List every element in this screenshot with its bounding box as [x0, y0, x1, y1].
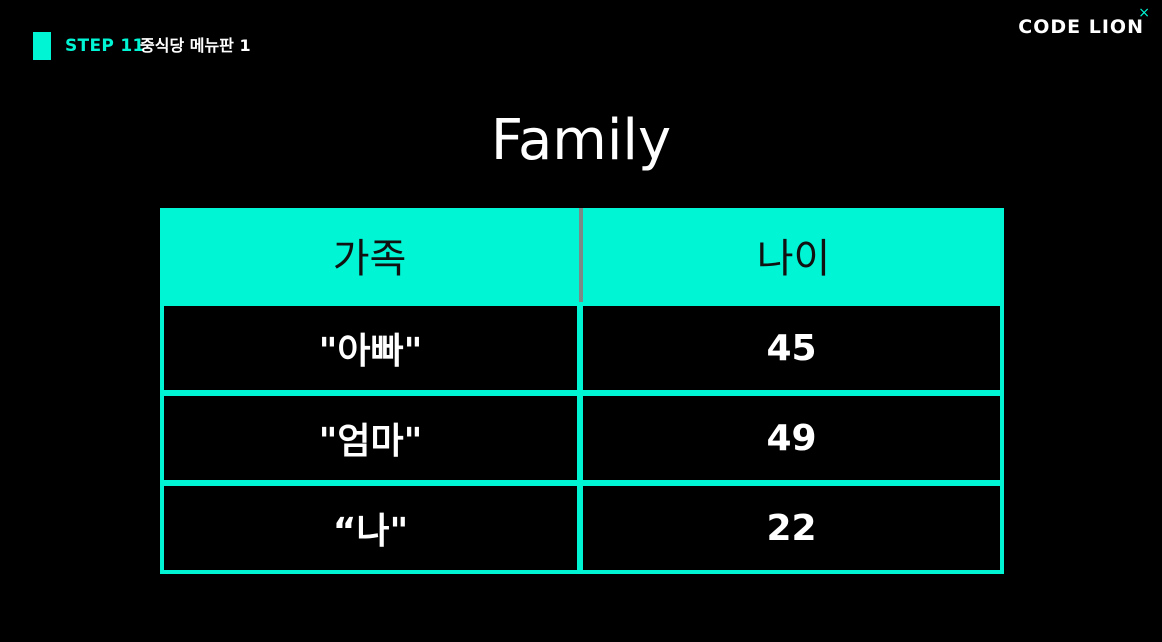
- table-header-row: 가족 나이: [160, 208, 1004, 302]
- table-cell-family: "아빠": [164, 306, 577, 390]
- header-divider: [579, 208, 583, 302]
- step-label: STEP 11: [65, 36, 145, 56]
- table-cell-family: “나": [164, 486, 577, 570]
- brand-cross-icon: ×: [1138, 5, 1150, 21]
- column-header-family: 가족: [332, 236, 407, 282]
- table-cell-family: "엄마": [164, 396, 577, 480]
- table-cell-age: 22: [583, 486, 1000, 570]
- step-marker: [33, 32, 51, 60]
- table-body: 가족 나이 "아빠" 45 "엄마" 49 “나" 22: [160, 208, 1004, 574]
- family-table: 가족 나이 "아빠" 45 "엄마" 49 “나" 22: [160, 208, 1004, 574]
- table-cell-age: 49: [583, 396, 1000, 480]
- table-cell-age: 45: [583, 306, 1000, 390]
- brand-logo: CODE LION: [1018, 16, 1144, 38]
- column-header-age: 나이: [756, 236, 831, 282]
- step-title: 중식당 메뉴판 1: [140, 36, 251, 55]
- slide-title: Family: [490, 108, 672, 173]
